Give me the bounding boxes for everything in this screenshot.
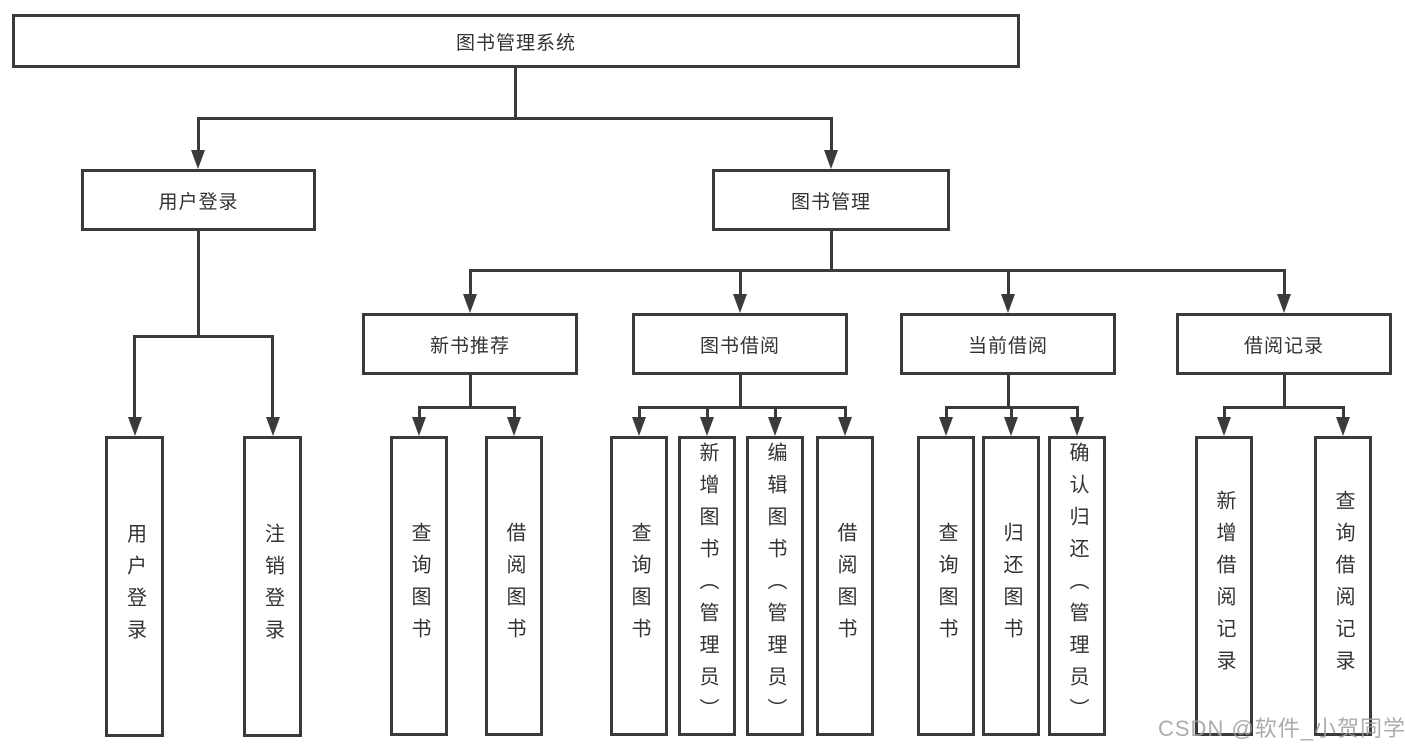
- node-user-login-leaf: 用户登录: [105, 436, 164, 737]
- node-add-borrow-record: 新增借阅记录: [1195, 436, 1253, 736]
- connector-line: [1223, 406, 1344, 409]
- arrow-down-icon: [1277, 294, 1291, 313]
- arrow-down-icon: [412, 417, 426, 436]
- node-label: 当前借阅: [967, 335, 1048, 357]
- arrow-down-icon: [507, 417, 521, 436]
- arrow-down-icon: [824, 150, 838, 169]
- node-label: 查询图书: [408, 522, 430, 650]
- node-return-book: 归还图书: [982, 436, 1040, 736]
- node-label: 借阅图书: [834, 522, 856, 650]
- connector-line: [418, 406, 421, 419]
- connector-line: [1342, 406, 1345, 419]
- connector-line: [1283, 375, 1286, 408]
- node-label: 用户登录: [123, 522, 146, 651]
- node-label: 用户登录: [158, 191, 239, 213]
- node-label: 新增图书（管理员）: [696, 442, 718, 730]
- arrow-down-icon: [1217, 417, 1231, 436]
- node-confirm-return-admin: 确认归还（管理员）: [1048, 436, 1106, 736]
- node-label: 借阅图书: [503, 522, 525, 650]
- node-label: 图书借阅: [699, 335, 780, 357]
- connector-line: [1007, 269, 1010, 296]
- node-label: 确认归还（管理员）: [1066, 442, 1088, 730]
- node-borrow-books-recommend: 借阅图书: [485, 436, 543, 736]
- connector-line: [945, 406, 948, 419]
- connector-line: [513, 406, 516, 419]
- connector-line: [1283, 269, 1286, 296]
- node-query-borrow-record: 查询借阅记录: [1314, 436, 1372, 736]
- node-user-login: 用户登录: [81, 169, 316, 231]
- node-borrow-records: 借阅记录: [1176, 313, 1392, 375]
- node-borrow-books: 借阅图书: [816, 436, 874, 736]
- connector-line: [469, 375, 472, 408]
- arrow-down-icon: [266, 417, 280, 436]
- node-label: 注销登录: [261, 522, 284, 651]
- connector-line: [1223, 406, 1226, 419]
- connector-line: [638, 406, 641, 419]
- arrow-down-icon: [1070, 417, 1084, 436]
- node-label: 新增借阅记录: [1213, 490, 1235, 682]
- connector-line: [133, 335, 274, 338]
- connector-line: [197, 231, 200, 337]
- connector-line: [469, 269, 1286, 272]
- node-book-borrow: 图书借阅: [632, 313, 848, 375]
- connector-line: [739, 375, 742, 408]
- arrow-down-icon: [733, 294, 747, 313]
- connector-line: [739, 269, 742, 296]
- connector-line: [197, 117, 832, 120]
- csdn-watermark: CSDN @软件_小贺同学: [1158, 716, 1405, 741]
- connector-line: [706, 406, 709, 419]
- connector-line: [197, 117, 200, 154]
- connector-line: [1076, 406, 1079, 419]
- node-label: 图书管理系统: [455, 32, 576, 54]
- arrow-down-icon: [768, 417, 782, 436]
- connector-line: [514, 68, 517, 119]
- node-label: 查询图书: [628, 522, 650, 650]
- connector-line: [774, 406, 777, 419]
- node-label: 图书管理: [790, 191, 871, 213]
- node-label: 归还图书: [1000, 522, 1022, 650]
- arrow-down-icon: [700, 417, 714, 436]
- node-label: 借阅记录: [1243, 335, 1324, 357]
- arrow-down-icon: [632, 417, 646, 436]
- node-query-books-borrow: 查询图书: [610, 436, 668, 736]
- node-book-management: 图书管理: [712, 169, 950, 231]
- arrow-down-icon: [191, 150, 205, 169]
- node-add-book-admin: 新增图书（管理员）: [678, 436, 736, 736]
- node-label: 查询图书: [935, 522, 957, 650]
- connector-line: [1007, 375, 1010, 408]
- arrow-down-icon: [1336, 417, 1350, 436]
- connector-line: [469, 269, 472, 296]
- connector-line: [844, 406, 847, 419]
- node-library-system: 图书管理系统: [12, 14, 1020, 68]
- connector-line: [1010, 406, 1013, 419]
- node-query-books-current: 查询图书: [917, 436, 975, 736]
- connector-line: [638, 406, 846, 409]
- node-label: 编辑图书（管理员）: [764, 442, 786, 730]
- connector-line: [271, 335, 274, 419]
- arrow-down-icon: [1004, 417, 1018, 436]
- node-label: 查询借阅记录: [1332, 490, 1354, 682]
- node-query-books-recommend: 查询图书: [390, 436, 448, 736]
- connector-line: [830, 117, 833, 154]
- connector-line: [830, 231, 833, 272]
- arrow-down-icon: [838, 417, 852, 436]
- node-label: 新书推荐: [429, 335, 510, 357]
- connector-line: [418, 406, 516, 409]
- arrow-down-icon: [463, 294, 477, 313]
- arrow-down-icon: [939, 417, 953, 436]
- node-logout: 注销登录: [243, 436, 302, 737]
- arrow-down-icon: [1001, 294, 1015, 313]
- node-edit-book-admin: 编辑图书（管理员）: [746, 436, 804, 736]
- arrow-down-icon: [128, 417, 142, 436]
- connector-line: [133, 335, 136, 419]
- node-new-book-recommend: 新书推荐: [362, 313, 578, 375]
- node-current-borrow: 当前借阅: [900, 313, 1116, 375]
